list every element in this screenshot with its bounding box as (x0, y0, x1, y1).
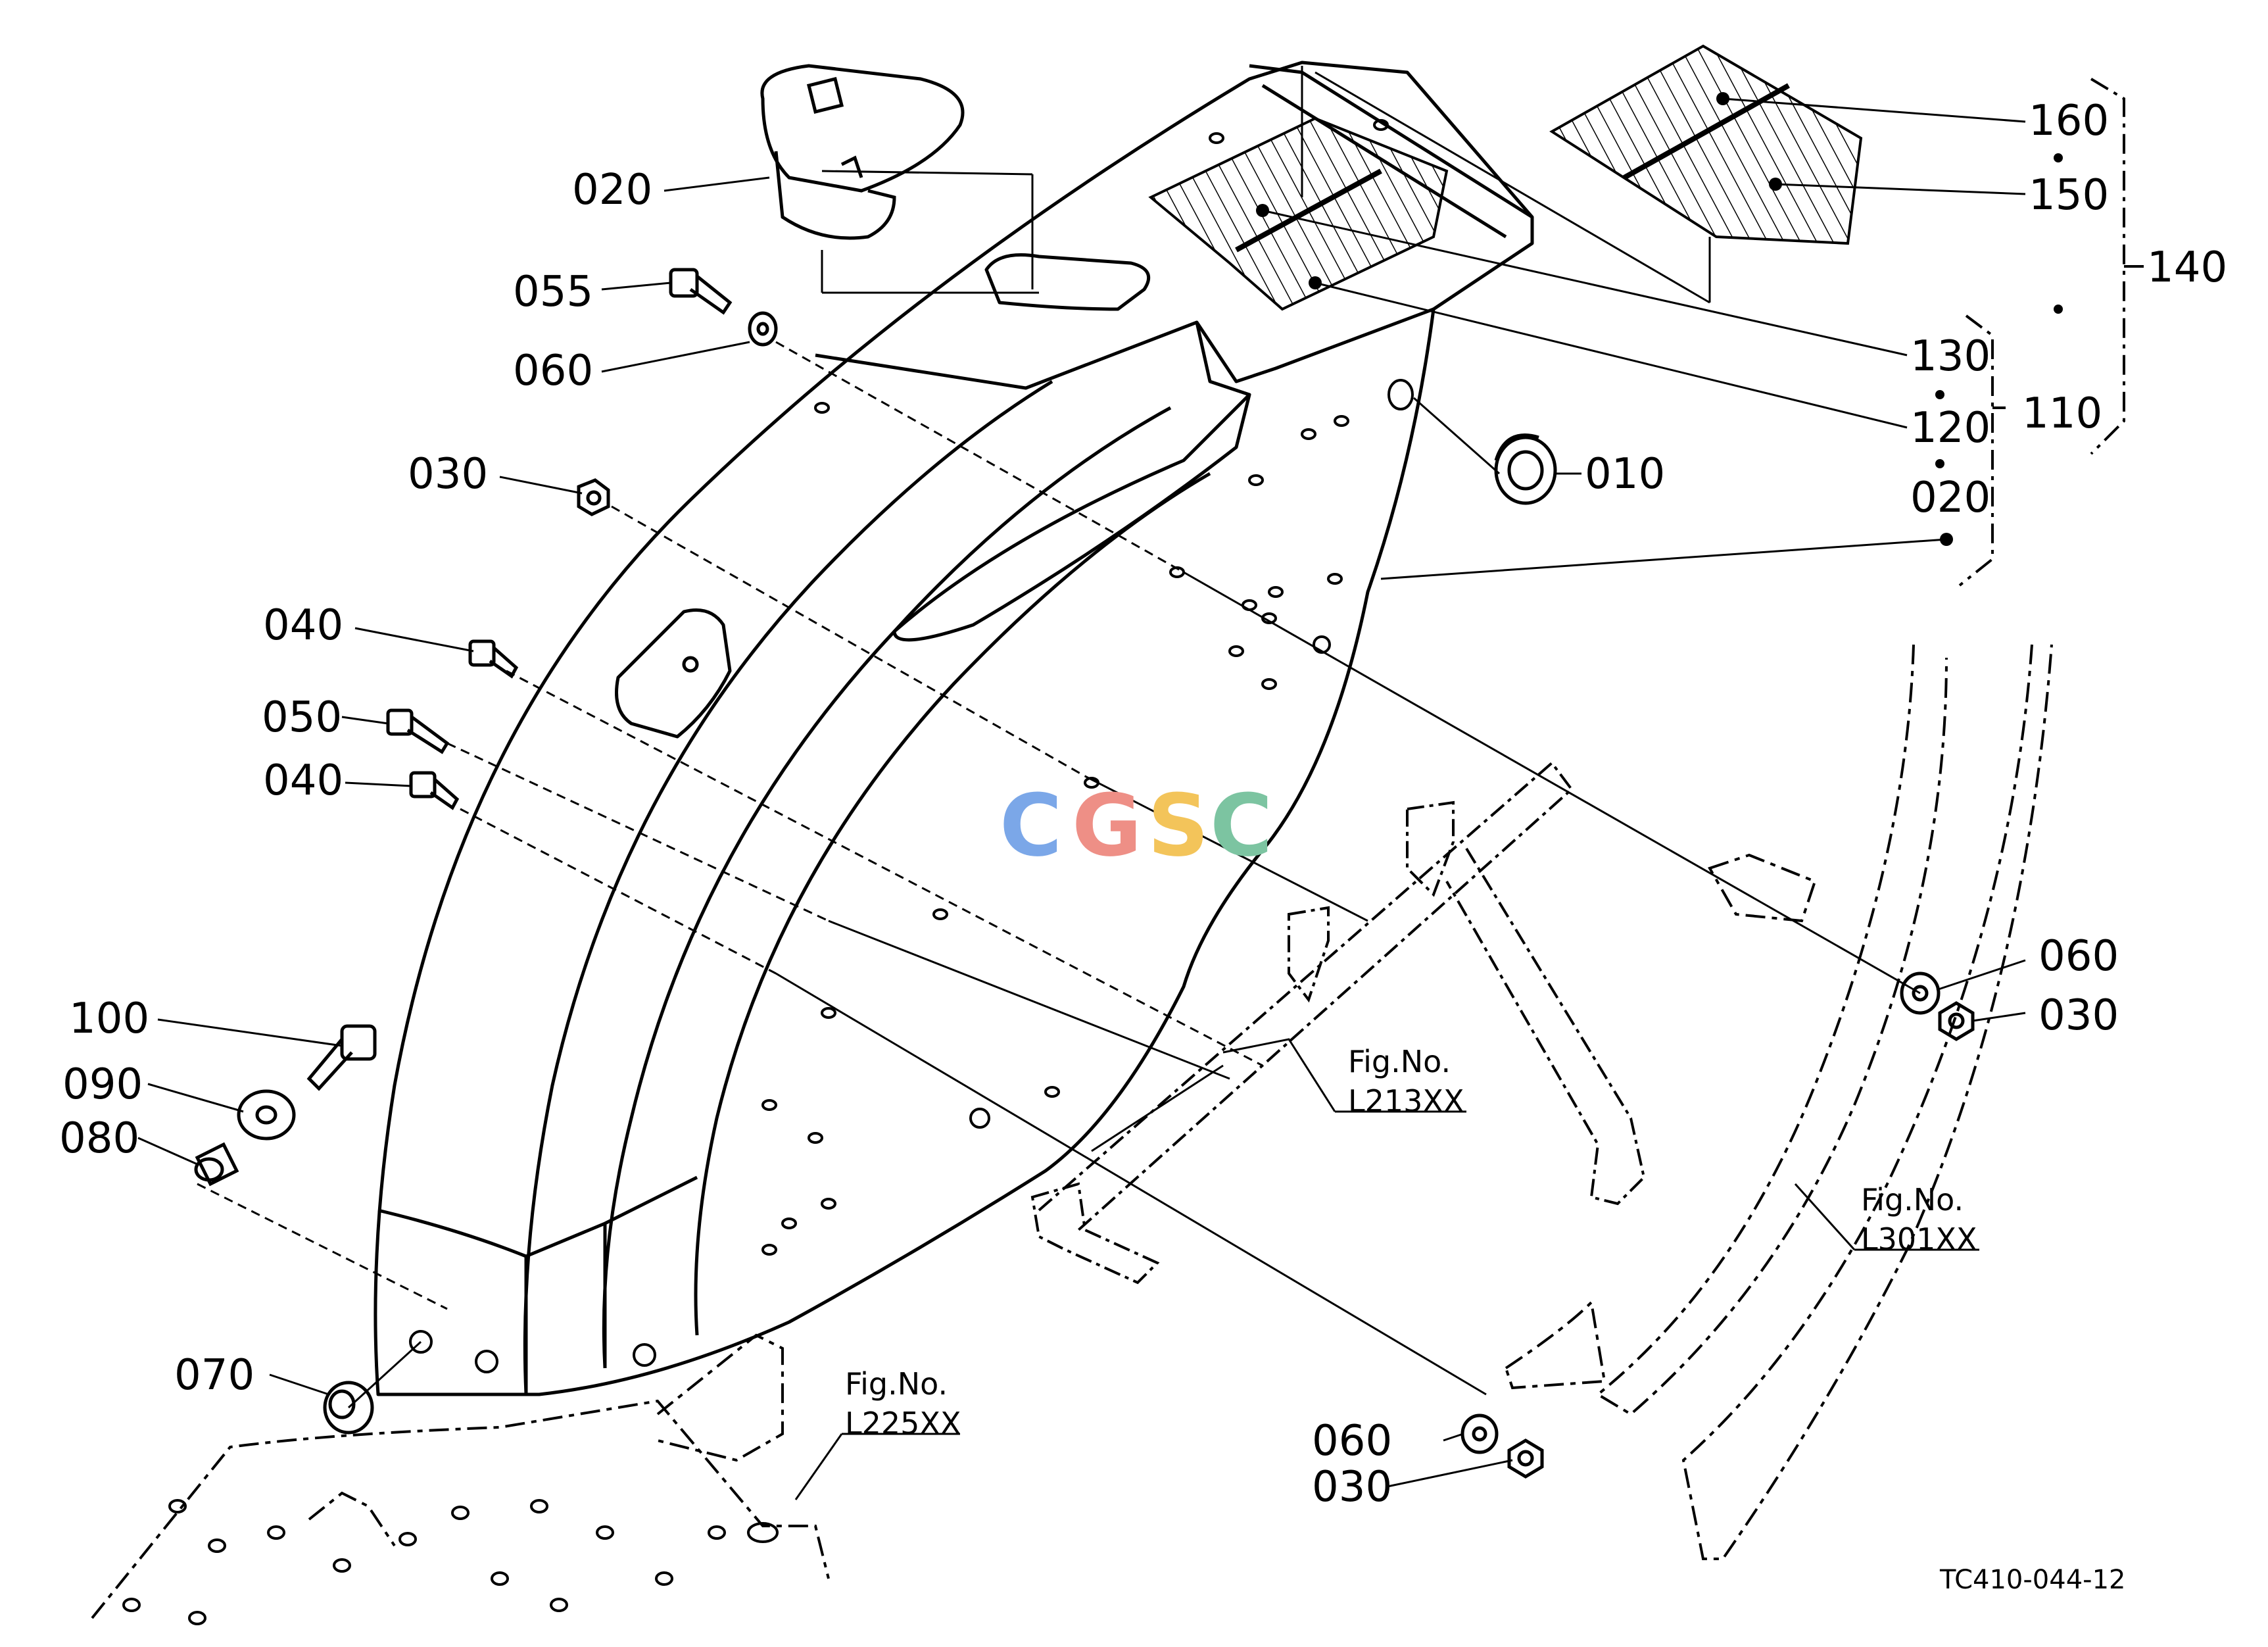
cup-holder-part (760, 64, 965, 240)
watermark-letter-s: S (1147, 775, 1209, 875)
callout-055: 055 (513, 268, 593, 316)
collar-080 (194, 1142, 239, 1187)
watermark-logo: C G S C (1000, 775, 1272, 875)
callout-150: 150 (2029, 171, 2109, 220)
callout-050: 050 (262, 693, 342, 742)
callout-120: 120 (1910, 404, 1991, 453)
callout-070: 070 (174, 1351, 254, 1400)
washer-090 (237, 1089, 296, 1141)
callout-040-upper: 040 (263, 601, 343, 650)
bolt-050 (386, 708, 450, 754)
callout-090: 090 (62, 1060, 143, 1109)
fig-ref-l301-code: L301XX (1861, 1221, 1977, 1257)
rops-frame-l301 (1504, 644, 2053, 1560)
callout-080: 080 (59, 1114, 139, 1163)
callout-labels: 020 055 060 030 040 050 040 100 090 080 … (59, 97, 2227, 1512)
fig-ref-l213-code: L213XX (1348, 1083, 1464, 1119)
callout-060-top: 060 (513, 347, 593, 395)
bolt-040-upper (468, 639, 519, 679)
fig-references: Fig.No. L213XX Fig.No. L301XX Fig.No. L2… (845, 1044, 1977, 1441)
group-dots (1935, 153, 2063, 546)
step-plate-l225 (91, 1333, 830, 1619)
nut-030-left (577, 478, 610, 516)
fig-ref-l225-code: L225XX (845, 1406, 961, 1441)
leader-lines (137, 66, 2026, 1500)
group-brackets (1958, 78, 2144, 587)
grommet-070 (323, 1381, 374, 1435)
callout-160: 160 (2029, 97, 2109, 145)
center-lines (197, 341, 1263, 1310)
fender-holes (409, 119, 1414, 1373)
callout-130: 130 (1910, 332, 1991, 381)
callout-060-right: 060 (2039, 932, 2119, 981)
bolt-100 (306, 1024, 377, 1091)
washer-060-right (1900, 971, 1941, 1015)
washer-060-top (748, 311, 778, 347)
callout-040-lower: 040 (263, 756, 343, 805)
callout-100: 100 (69, 995, 149, 1043)
callout-030-left: 030 (408, 450, 488, 499)
solid-bolt-lines (347, 571, 1921, 1409)
watermark-letter-g: G (1072, 775, 1142, 875)
watermark-letter-c2: C (1210, 775, 1272, 875)
callout-020-assembly: 020 (1910, 474, 1991, 522)
nut-030-bottom (1507, 1438, 1544, 1479)
callout-010: 010 (1585, 450, 1665, 499)
seat-decal-hatch (1148, 116, 1449, 311)
bracket-l213 (1030, 761, 1646, 1285)
callout-060-bottom: 060 (1312, 1417, 1392, 1465)
watermark-letter-c1: C (1000, 775, 1062, 875)
callout-110: 110 (2022, 389, 2102, 438)
fig-ref-l301-prefix: Fig.No. (1861, 1182, 1964, 1217)
callout-020-cup: 020 (572, 166, 652, 214)
drawing-code: TC410-044-12 (1939, 1565, 2125, 1595)
step-plate-holes (122, 1499, 779, 1625)
nut-030-right (1938, 1001, 1975, 1041)
fig-ref-l225-prefix: Fig.No. (845, 1366, 948, 1402)
callout-030-bottom: 030 (1312, 1463, 1392, 1512)
fig-ref-l213-prefix: Fig.No. (1348, 1044, 1451, 1079)
callout-030-right: 030 (2039, 991, 2119, 1040)
bolt-040-lower (409, 771, 460, 810)
callout-140: 140 (2147, 243, 2227, 292)
